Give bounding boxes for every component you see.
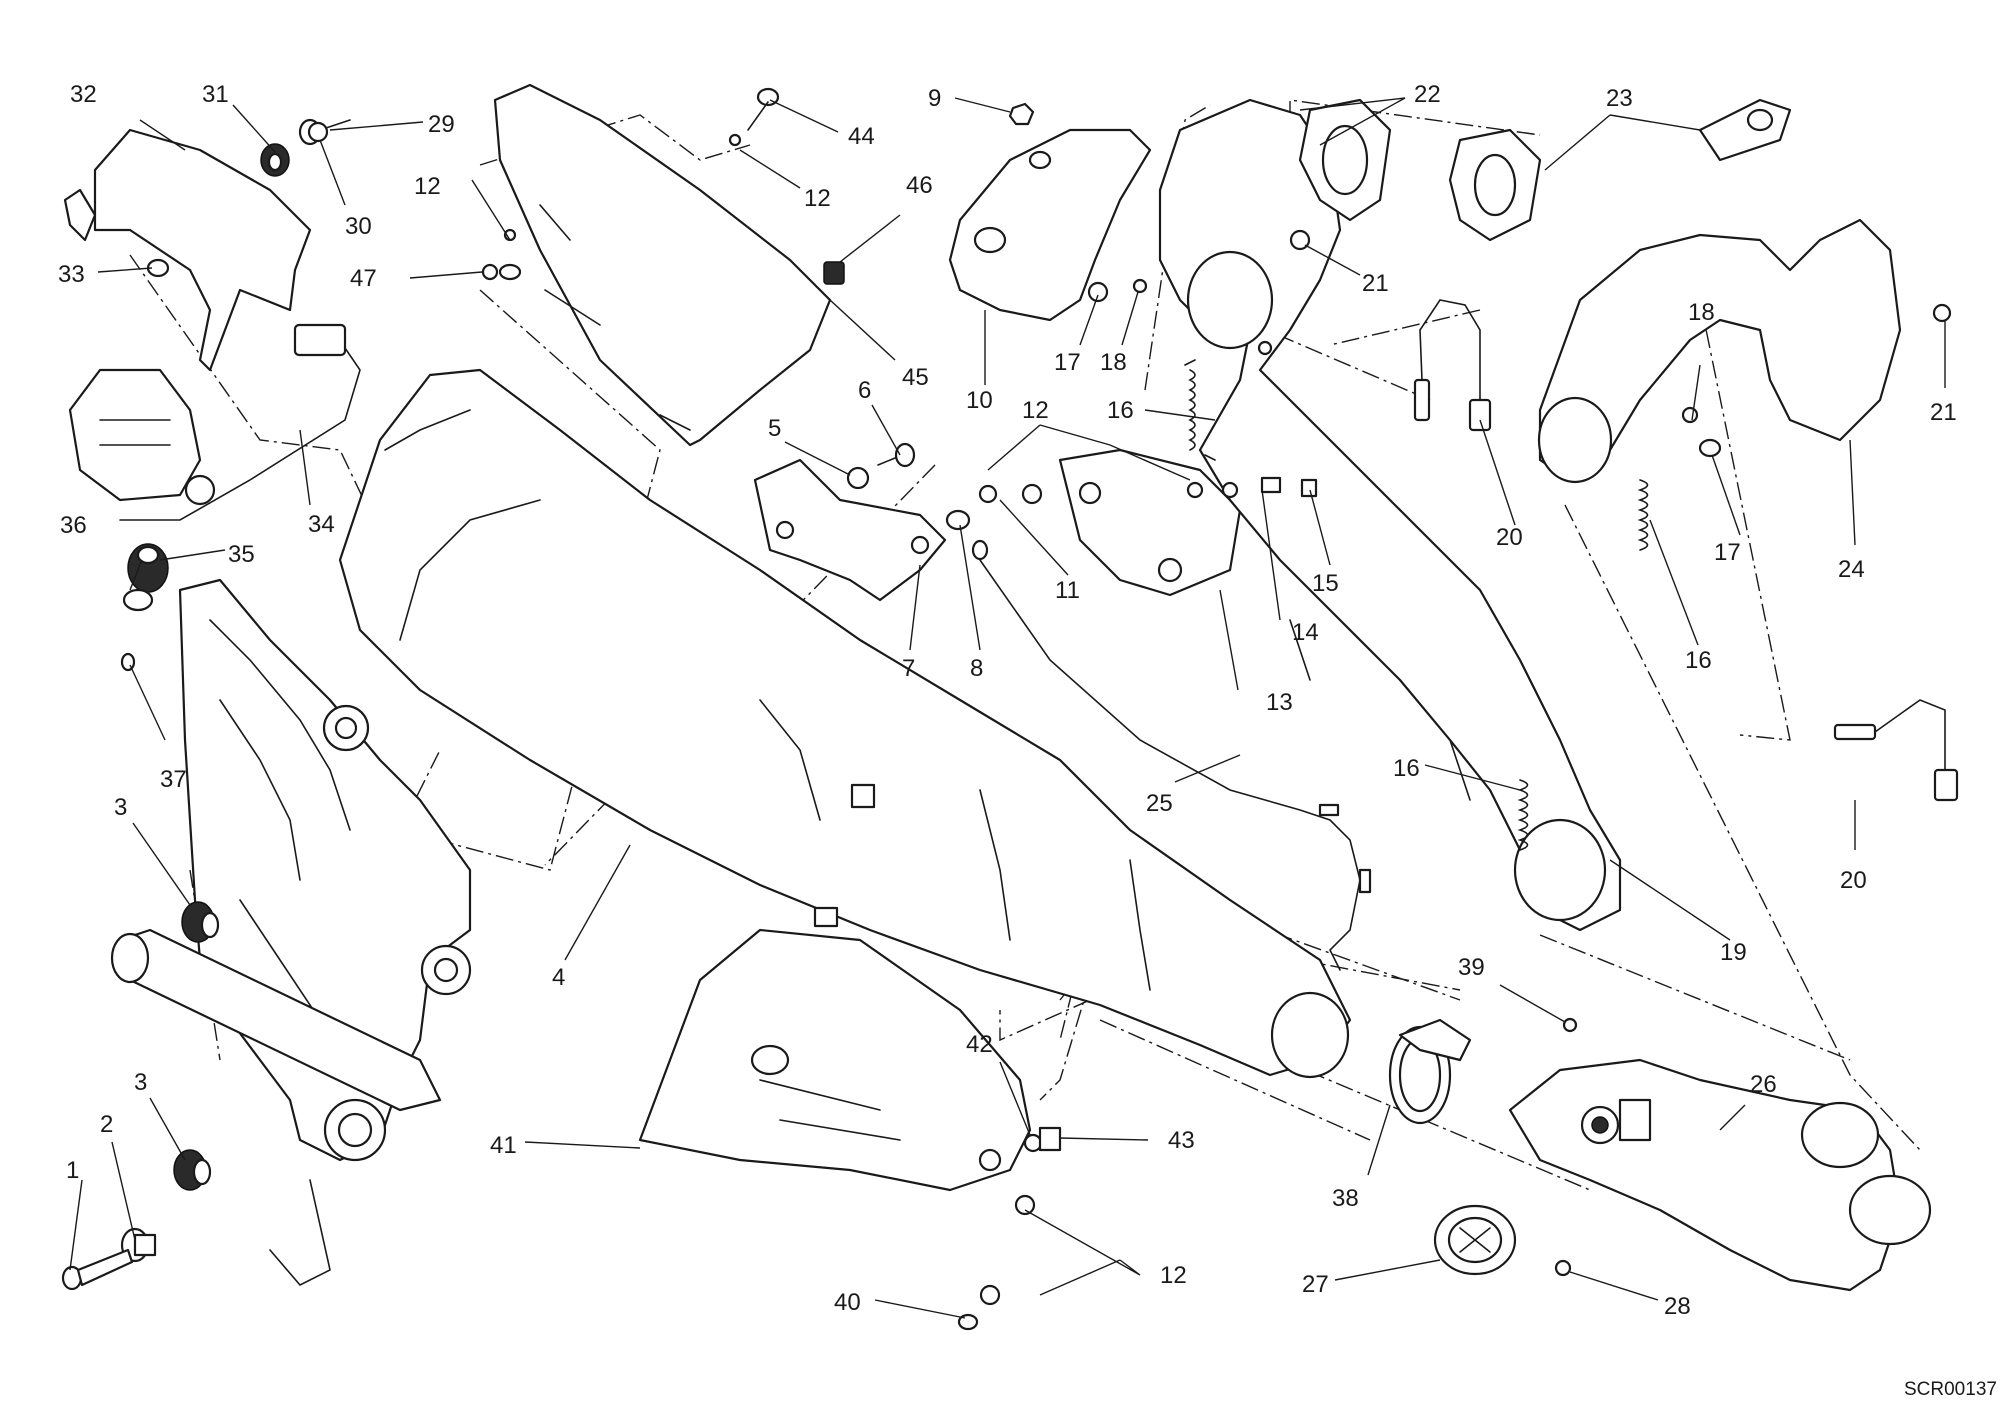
rear-frame-bracket [110, 578, 472, 1286]
callout-26: 26 [1750, 1071, 1777, 1098]
callout-28: 28 [1664, 1293, 1691, 1320]
callout-33: 33 [58, 261, 85, 288]
callout-7: 7 [902, 655, 915, 682]
callout-21: 21 [1362, 270, 1389, 297]
actuator-connector-cable [119, 323, 361, 521]
rear-header-pipe [1537, 218, 1902, 484]
callout-2: 2 [100, 1111, 113, 1138]
callout-38: 38 [1332, 1185, 1359, 1212]
valve-actuator [68, 368, 216, 506]
callout-17: 17 [1054, 349, 1081, 376]
callout-20: 20 [1496, 524, 1523, 551]
callout-labels: 1 2 3 3 4 5 6 7 8 9 10 11 12 12 12 12 13… [58, 81, 1957, 1320]
callout-42: 42 [966, 1031, 993, 1058]
mounting-screw [61, 1248, 134, 1291]
callout-31: 31 [202, 81, 229, 108]
callout-36: 36 [60, 512, 87, 539]
lambda-sensor-rear [1833, 699, 1959, 802]
callout-46: 46 [906, 172, 933, 199]
callout-15: 15 [1312, 570, 1339, 597]
callout-12: 12 [1160, 1262, 1187, 1289]
callout-16: 16 [1685, 647, 1712, 674]
callout-25: 25 [1146, 790, 1173, 817]
exhaust-valve-body [1433, 1204, 1517, 1276]
callout-17: 17 [1714, 539, 1741, 566]
lambda-sensor-front [1413, 299, 1492, 432]
callout-27: 27 [1302, 1271, 1329, 1298]
valve-cable [971, 539, 1372, 971]
callout-39: 39 [1458, 954, 1485, 981]
callout-9: 9 [928, 85, 941, 112]
callout-22: 22 [1414, 81, 1441, 108]
callout-5: 5 [768, 415, 781, 442]
rubber-grommet-upper [181, 901, 220, 943]
callout-16: 16 [1393, 755, 1420, 782]
callout-23: 23 [1606, 85, 1633, 112]
callout-41: 41 [490, 1132, 517, 1159]
callout-18: 18 [1100, 349, 1127, 376]
callout-6: 6 [858, 377, 871, 404]
spring-right [1637, 479, 1649, 551]
callout-47: 47 [350, 265, 377, 292]
rubber-grommet-top [260, 143, 290, 177]
spring-upper [1184, 359, 1216, 461]
callout-40: 40 [834, 1289, 861, 1316]
callout-leaders [69, 97, 1946, 1319]
callout-12: 12 [804, 185, 831, 212]
callout-20: 20 [1840, 867, 1867, 894]
callout-13: 13 [1266, 689, 1293, 716]
callout-34: 34 [308, 511, 335, 538]
callout-45: 45 [902, 364, 929, 391]
lower-muffler-shield [638, 928, 1032, 1192]
callout-24: 24 [1838, 556, 1865, 583]
muffler [338, 368, 1352, 1079]
front-header-pipe [1158, 98, 1622, 932]
header-heat-shield [948, 128, 1152, 322]
exhaust-collector [1508, 1058, 1932, 1292]
spring-lower [1517, 779, 1529, 851]
callout-32: 32 [70, 81, 97, 108]
callout-37: 37 [160, 766, 187, 793]
callout-3: 3 [114, 794, 127, 821]
callout-35: 35 [228, 541, 255, 568]
hardware-fasteners [481, 87, 1952, 1331]
callout-43: 43 [1168, 1127, 1195, 1154]
callout-44: 44 [848, 123, 875, 150]
callout-30: 30 [345, 213, 372, 240]
muffler-heat-shield [493, 83, 845, 447]
flange-gasket-front [1298, 98, 1392, 222]
callout-14: 14 [1292, 619, 1319, 646]
grommet-actuator [127, 543, 169, 593]
callout-19: 19 [1720, 939, 1747, 966]
flange-gasket-rear [1698, 98, 1792, 162]
callout-8: 8 [970, 655, 983, 682]
callout-16: 16 [1107, 397, 1134, 424]
callout-10: 10 [966, 387, 993, 414]
callout-12: 12 [1022, 397, 1049, 424]
callout-29: 29 [428, 111, 455, 138]
callout-21: 21 [1930, 399, 1957, 426]
callout-1: 1 [66, 1157, 79, 1184]
actuator-cover [63, 128, 312, 372]
rubber-grommet-lower [173, 1149, 212, 1191]
callout-11: 11 [1055, 577, 1080, 604]
callout-3: 3 [134, 1069, 147, 1096]
exhaust-clamp [1388, 1018, 1472, 1125]
callout-12: 12 [414, 173, 441, 200]
flange-gasket-mid [1448, 128, 1542, 242]
callout-4: 4 [552, 964, 565, 991]
drawing-code: SCR00137 [1904, 1379, 1997, 1400]
callout-18: 18 [1688, 299, 1715, 326]
